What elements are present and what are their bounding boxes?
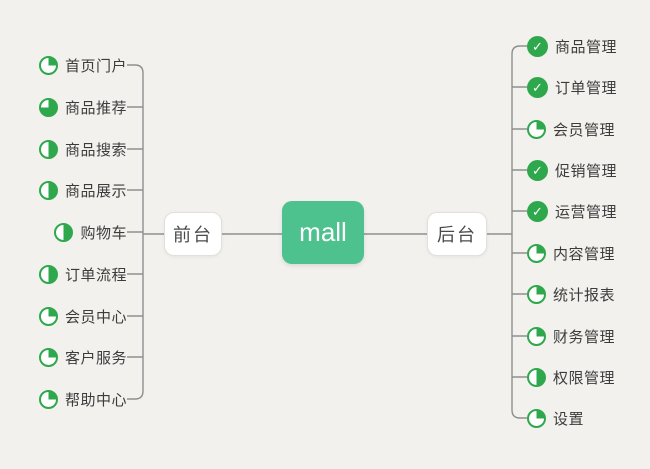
mindmap-topic[interactable]: 订单流程 (38, 263, 127, 285)
topic-label: 运营管理 (555, 203, 618, 221)
mindmap-topic[interactable]: 促销管理 (527, 159, 617, 181)
mindmap-topic[interactable]: 运营管理 (527, 200, 617, 222)
topic-label: 商品搜索 (64, 141, 127, 159)
pie-quarter-icon (38, 389, 58, 409)
root-node[interactable]: mall (282, 201, 364, 264)
pie-half-icon (38, 139, 58, 159)
mindmap-topic[interactable]: 商品管理 (527, 35, 617, 57)
mindmap-topic[interactable]: 订单管理 (527, 76, 617, 98)
pie-quarter-icon (527, 408, 546, 428)
topic-label: 首页门户 (64, 57, 127, 75)
topic-label: 权限管理 (553, 369, 616, 387)
topic-label: 订单管理 (555, 79, 618, 97)
mindmap-topic[interactable]: 首页门户 (38, 54, 127, 76)
mindmap-topic[interactable]: 商品展示 (38, 179, 127, 201)
topic-label: 帮助中心 (64, 391, 127, 409)
pie-quarter-icon (38, 306, 58, 326)
topic-label: 会员管理 (553, 121, 616, 139)
mindmap-topic[interactable]: 会员中心 (38, 305, 127, 327)
mindmap-topic[interactable]: 会员管理 (527, 118, 615, 140)
pie-half-icon (54, 222, 74, 242)
topic-label: 购物车 (80, 224, 127, 242)
pie-quarter-icon (527, 243, 546, 263)
mindmap-topic[interactable]: 商品搜索 (38, 138, 127, 160)
mindmap-topic[interactable]: 购物车 (54, 221, 127, 243)
topic-label: 促销管理 (555, 162, 618, 180)
topic-label: 统计报表 (553, 286, 616, 304)
topic-label: 商品管理 (555, 38, 618, 56)
topic-label: 会员中心 (64, 308, 127, 326)
check-icon (527, 200, 548, 222)
topic-label: 客户服务 (64, 349, 127, 367)
mindmap-topic[interactable]: 内容管理 (527, 242, 615, 264)
pie-half-icon (38, 180, 58, 200)
pie-quarter-icon (527, 326, 546, 346)
mindmap-topic[interactable]: 设置 (527, 407, 584, 429)
pie-quarter-icon (527, 284, 546, 304)
topic-label: 财务管理 (553, 328, 616, 346)
topic-label: 商品推荐 (64, 99, 127, 117)
pie-quarter-icon (527, 119, 546, 139)
pie-quarter-icon (38, 55, 58, 75)
pie-quarter-icon (38, 347, 58, 367)
check-icon (527, 76, 548, 98)
pie-half-icon (527, 367, 546, 387)
pie-three-quarter-icon (38, 97, 58, 117)
topic-label: 设置 (553, 410, 585, 428)
topic-label: 商品展示 (64, 182, 127, 200)
mindmap-topic[interactable]: 统计报表 (527, 283, 615, 305)
mindmap-topic[interactable]: 帮助中心 (38, 388, 127, 410)
backend-branch-node[interactable]: 后台 (427, 212, 487, 256)
pie-half-icon (38, 264, 58, 284)
frontend-branch-node[interactable]: 前台 (164, 212, 222, 256)
mindmap-topic[interactable]: 权限管理 (527, 366, 615, 388)
mindmap-topic[interactable]: 商品推荐 (38, 96, 127, 118)
check-icon (527, 35, 548, 57)
topic-label: 内容管理 (553, 245, 616, 263)
mindmap-topic[interactable]: 财务管理 (527, 325, 615, 347)
mindmap-topic[interactable]: 客户服务 (38, 346, 127, 368)
topic-label: 订单流程 (64, 266, 127, 284)
check-icon (527, 159, 548, 181)
